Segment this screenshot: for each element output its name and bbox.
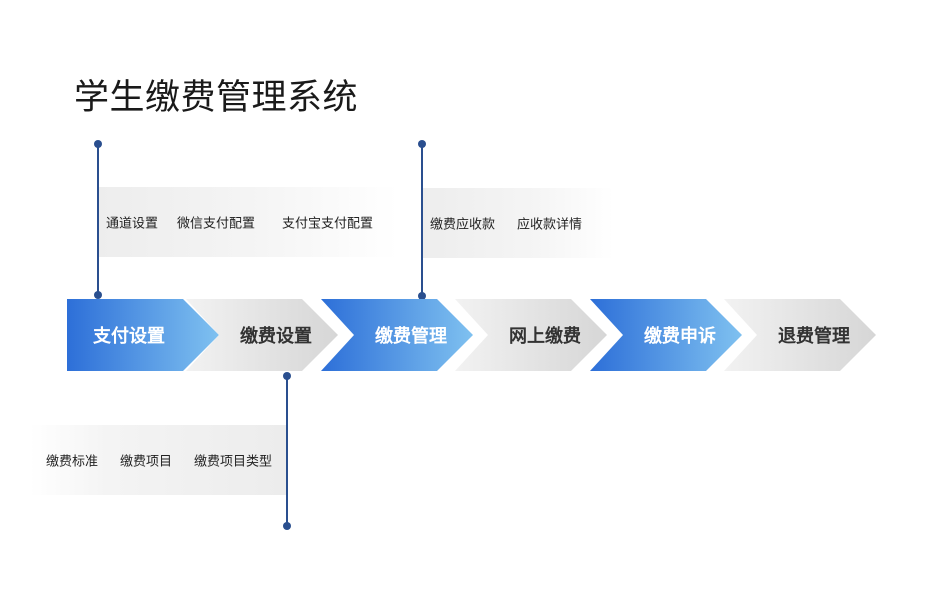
- branch-item-channel-settings[interactable]: 通道设置: [106, 216, 159, 232]
- connectors: [94, 140, 426, 530]
- step-label[interactable]: 网上缴费: [509, 325, 581, 347]
- step-label[interactable]: 缴费管理: [375, 325, 447, 347]
- branch-item-wechat-config[interactable]: 微信支付配置: [177, 216, 256, 232]
- page-title: 学生缴费管理系统: [74, 78, 359, 118]
- connector-fee-settings: [283, 372, 291, 530]
- step-refund-management[interactable]: 退费管理: [724, 299, 876, 371]
- step-arrow-shape[interactable]: [455, 299, 607, 371]
- step-fee-settings[interactable]: 缴费设置: [186, 299, 338, 371]
- connector-dot: [283, 372, 291, 380]
- connector-dot: [418, 292, 426, 300]
- step-arrow-shape[interactable]: [590, 299, 742, 371]
- step-fee-appeal[interactable]: 缴费申诉: [590, 299, 742, 371]
- branch-item-fee-items[interactable]: 缴费项目: [120, 454, 173, 470]
- branch-item-alipay-config[interactable]: 支付宝支付配置: [282, 216, 374, 232]
- step-arrow-shape[interactable]: [724, 299, 876, 371]
- step-arrow-shape[interactable]: [67, 299, 219, 371]
- connector-dot: [94, 140, 102, 148]
- connector-payment-settings: [94, 140, 102, 299]
- branch-item-receivable-details[interactable]: 应收款详情: [517, 217, 583, 233]
- branch-item-receivables[interactable]: 缴费应收款: [430, 217, 496, 233]
- step-arrow-shape[interactable]: [321, 299, 473, 371]
- process-steps: 支付设置 缴费设置 缴费管理 网上缴费 缴费申诉 退费管理: [67, 299, 876, 371]
- step-payment-settings[interactable]: 支付设置: [67, 299, 219, 371]
- branch-box-fee-management: 缴费应收款 应收款详情: [422, 188, 614, 258]
- branch-box-fee-settings: 缴费标准 缴费项目 缴费项目类型: [30, 425, 287, 495]
- branch-box-payment-settings: 通道设置 微信支付配置 支付宝支付配置: [98, 187, 398, 257]
- connector-dot: [283, 522, 291, 530]
- branch-item-fee-standard[interactable]: 缴费标准: [46, 454, 99, 470]
- step-label[interactable]: 退费管理: [778, 325, 850, 347]
- step-online-payment[interactable]: 网上缴费: [455, 299, 607, 371]
- branch-item-fee-item-types[interactable]: 缴费项目类型: [194, 454, 273, 470]
- step-fee-management[interactable]: 缴费管理: [321, 299, 473, 371]
- connector-dot: [94, 291, 102, 299]
- step-label[interactable]: 缴费设置: [240, 325, 312, 347]
- connector-fee-management: [418, 140, 426, 300]
- step-label[interactable]: 支付设置: [92, 325, 165, 347]
- step-arrow-shape[interactable]: [186, 299, 338, 371]
- connector-dot: [418, 140, 426, 148]
- step-label[interactable]: 缴费申诉: [644, 325, 716, 347]
